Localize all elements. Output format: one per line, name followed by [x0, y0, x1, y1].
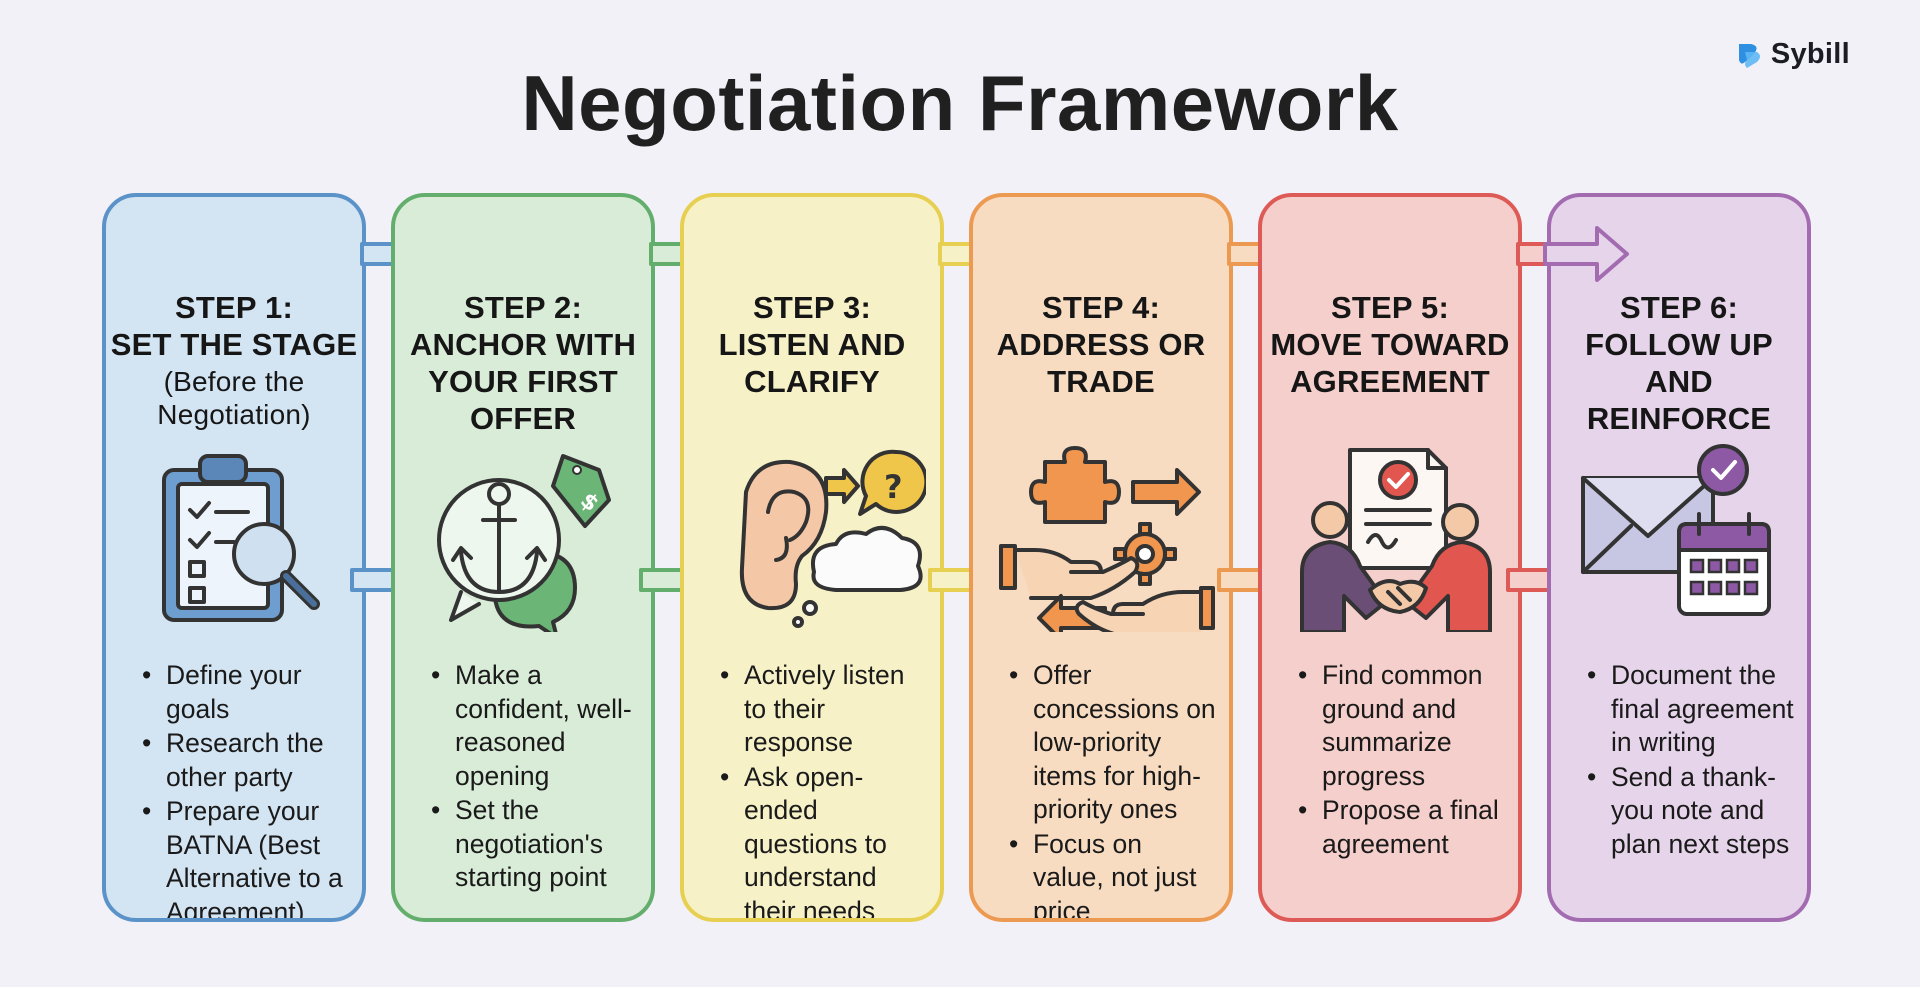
flow-arrow-top-6 [1543, 226, 1629, 282]
step-title-line: CLARIFY [744, 364, 880, 399]
step-label: STEP 4: [1042, 290, 1160, 325]
sybill-logo-icon [1738, 43, 1760, 68]
ear-question-icon: ? [739, 449, 926, 628]
step-title-line: OFFER [469, 401, 577, 436]
step-bullet: Offer concessions on low-priority items … [1009, 659, 1219, 827]
step-title-line: MOVE TOWARD [1270, 327, 1510, 362]
step-subtitle-line: (Before the [163, 366, 305, 397]
step-title-line: TRADE [1047, 364, 1155, 399]
step-bullet: Focus on value, not just price [1009, 828, 1219, 919]
envelope-calendar-icon [1581, 444, 1771, 616]
brand-logo: Sybill [1735, 38, 1850, 71]
page-title: Negotiation Framework [521, 59, 1399, 147]
step-title-line: YOUR FIRST [428, 364, 618, 399]
step-title-line: AGREEMENT [1290, 364, 1490, 399]
trade-puzzle-gear-icon [999, 446, 1215, 632]
step-bullet-list: Actively listen to their responseAsk ope… [720, 659, 930, 919]
step-bullet: Actively listen to their response [720, 659, 930, 760]
handshake-document-icon [1300, 448, 1492, 632]
step-bullet: Prepare your BATNA (Best Alternative to … [142, 795, 352, 918]
step-bullet: Document the final agreement in writing [1587, 659, 1797, 760]
step-label: STEP 6: [1620, 290, 1738, 325]
step-bullet: Find common ground and summarize progres… [1298, 659, 1508, 793]
step-bullet-list: Offer concessions on low-priority items … [1009, 659, 1219, 919]
clipboard-magnifier-icon [162, 454, 320, 622]
step-bullet: Propose a final agreement [1298, 794, 1508, 861]
brand-name: Sybill [1770, 38, 1850, 70]
step-title-line: ANCHOR WITH [409, 327, 637, 362]
step-bullet: Set the negotiation's starting point [431, 794, 641, 895]
step-title-line: SET THE STAGE [110, 327, 358, 362]
svg-text:?: ? [884, 468, 903, 506]
step-bullet: Research the other party [142, 727, 352, 794]
step-bullet: Define your goals [142, 659, 352, 726]
step-title-line: AND REINFORCE [1586, 364, 1772, 436]
step-bullet-list: Document the final agreement in writingS… [1587, 659, 1797, 862]
anchor-price-tag-icon: $ [437, 454, 611, 632]
step-title-line: ADDRESS OR [996, 327, 1206, 362]
step-title-line: LISTEN AND [718, 327, 906, 362]
step-bullet-list: Find common ground and summarize progres… [1298, 659, 1508, 862]
step-label: STEP 5: [1331, 290, 1449, 325]
step-label: STEP 1: [175, 290, 293, 325]
step-bullet: Send a thank-you note and plan next step… [1587, 761, 1797, 862]
step-subtitle-line: Negotiation) [157, 399, 311, 430]
step-label: STEP 2: [464, 290, 582, 325]
step-bullet-list: Define your goalsResearch the other part… [142, 659, 352, 918]
step-title-line: FOLLOW UP [1585, 327, 1773, 362]
step-bullet-list: Make a confident, well-reasoned openingS… [431, 659, 641, 896]
step-bullet: Make a confident, well-reasoned opening [431, 659, 641, 793]
step-bullet: Ask open-ended questions to understand t… [720, 761, 930, 919]
step-label: STEP 3: [753, 290, 871, 325]
